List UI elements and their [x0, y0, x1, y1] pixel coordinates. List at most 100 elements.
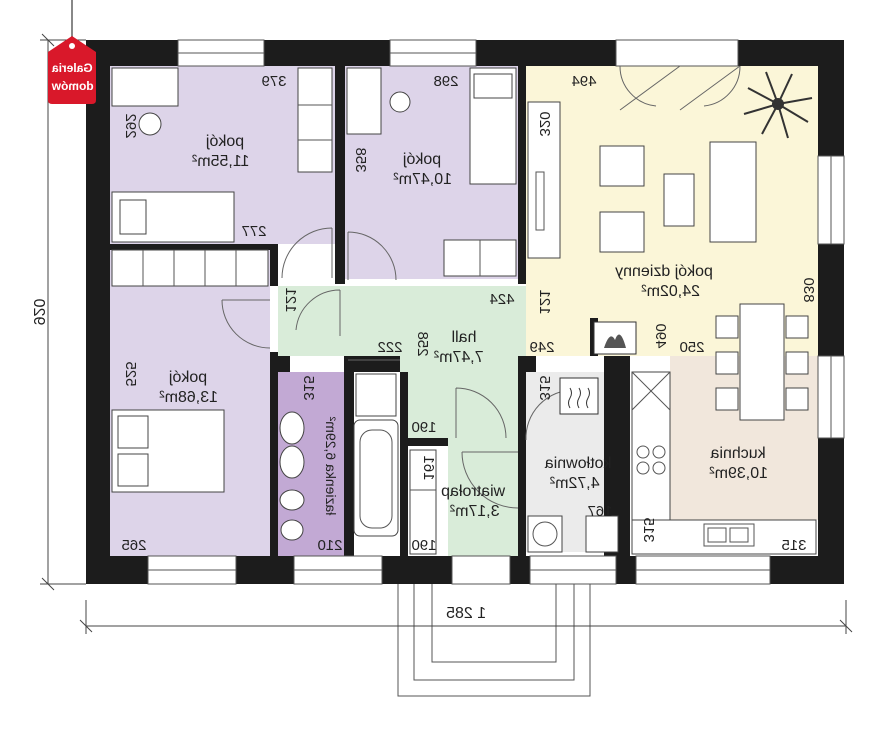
dim-total-height: 920: [30, 299, 47, 326]
bedroom-2-area: 10,47m²: [393, 171, 452, 188]
bidet: [280, 519, 304, 541]
living-room-area: 24,02m²: [641, 283, 700, 300]
wall-inner-h5: [526, 356, 536, 372]
wall-bottom-4: [510, 556, 530, 584]
door-hall-2: [455, 387, 507, 439]
shower-tray: [355, 373, 397, 417]
dim-121a: 121: [282, 287, 299, 312]
living-armchair-1: [599, 145, 645, 187]
dim-210: 210: [317, 537, 342, 554]
living-armchair-2: [599, 211, 645, 253]
dim-315b: 315: [536, 375, 553, 400]
toilet: [279, 489, 305, 511]
galeria-domow-logo: Galeria domów: [48, 0, 96, 104]
dim-315a: 315: [300, 375, 317, 400]
wall-bottom-3: [382, 556, 452, 584]
bathtub: [353, 419, 399, 537]
bath-sink-1: [279, 411, 305, 445]
door-bedroom-1: [281, 227, 333, 279]
wall-inner-h6: [604, 356, 630, 372]
bedroom-3-floor: [110, 250, 270, 556]
dim-265: 265: [121, 537, 146, 554]
dining-table: [739, 303, 785, 421]
dim-190a: 190: [411, 419, 436, 436]
wall-inner-h1: [110, 244, 270, 250]
hall-floor-2: [400, 356, 518, 446]
hall-name: hall: [452, 329, 477, 346]
bedroom-3-area: 13,68m²: [159, 389, 218, 406]
bathroom-name: łazienka 6,29m²: [323, 416, 339, 515]
fireplace-icon: [593, 321, 637, 355]
living-table: [663, 173, 695, 227]
windbreak-wardrobe: [409, 449, 437, 555]
furniture: [111, 67, 817, 555]
wall-inner-h4: [400, 438, 448, 446]
wall-inner-v4: [270, 352, 278, 556]
wall-inner-v7: [518, 356, 526, 556]
entrance-terrace: [397, 555, 591, 697]
bedroom-1-name: pokój: [206, 133, 244, 150]
windbreak-floor: [448, 446, 518, 560]
door-windbreak: [461, 451, 519, 509]
door-hall-1: [295, 289, 341, 336]
sink-icon: [703, 523, 755, 547]
living-sofa: [709, 141, 757, 243]
logo-text-2: domów: [51, 79, 94, 93]
wall-inner-h2: [278, 356, 290, 372]
door-bedroom-2: [347, 231, 397, 281]
dim-424: 424: [489, 291, 514, 308]
bedroom-3-name: pokój: [169, 369, 207, 386]
wall-top-3: [476, 40, 616, 66]
bedroom-1-chair: [138, 112, 162, 136]
bedroom-1-wardrobe: [297, 67, 333, 173]
dim-525: 525: [122, 361, 139, 386]
bedroom-3-wardrobe: [111, 249, 269, 287]
dim-298: 298: [433, 73, 458, 90]
room-labels: pokój 11,55m² pokój 10,47m² pokój 13,68m…: [159, 133, 768, 520]
bath-sink-2: [279, 445, 305, 479]
dim-494: 494: [571, 73, 596, 90]
dim-161: 161: [420, 455, 437, 480]
dim-258: 258: [414, 331, 431, 356]
bedroom-2-chair: [389, 91, 411, 113]
walls: [86, 40, 844, 584]
bedroom-2-desk: [346, 67, 382, 135]
stove-icon: [636, 445, 666, 475]
wall-inner-v5: [344, 372, 354, 556]
boiler-icon: [559, 377, 599, 415]
palm-plant-icon: [743, 71, 813, 139]
wall-bottom-2: [236, 556, 294, 584]
dim-379: 379: [261, 73, 286, 90]
logo-text-1: Galeria: [52, 61, 93, 75]
wall-inner-v3: [270, 244, 278, 286]
dim-315c: 315: [781, 537, 806, 554]
boiler-room-area: 4,72m²: [549, 475, 599, 492]
dim-190b: 190: [411, 537, 436, 554]
dim-167: 167: [587, 503, 612, 520]
wall-inner-v6: [400, 372, 408, 556]
dimension-labels: 379 298 494 277 424 222 249 250 190 167 …: [30, 73, 817, 622]
wall-inner-h3: [344, 356, 400, 372]
windbreak-name: wiatrołap: [441, 483, 506, 500]
windows: [147, 39, 845, 585]
dimension-lines: [40, 33, 853, 634]
doors: [221, 65, 741, 509]
dim-250: 250: [679, 339, 704, 356]
dim-490: 490: [652, 323, 669, 348]
bedroom-2-name: pokój: [403, 151, 441, 168]
dim-292: 292: [122, 113, 139, 138]
dim-222: 222: [377, 339, 402, 356]
hall-floor: [278, 286, 526, 356]
window-top-3: [615, 39, 739, 67]
dim-315d: 315: [640, 517, 657, 542]
dim-total-width: 1 285: [446, 605, 486, 622]
wall-inner-v2: [518, 66, 526, 284]
bedroom-1-area: 11,55m²: [191, 153, 249, 170]
dim-320: 320: [536, 111, 553, 136]
dim-358: 358: [352, 147, 369, 172]
bedroom-1-desk: [111, 67, 179, 107]
wall-right-1: [818, 40, 844, 156]
kitchen-counter-1: [631, 371, 671, 521]
living-room-name: pokój dzienny: [615, 263, 713, 280]
